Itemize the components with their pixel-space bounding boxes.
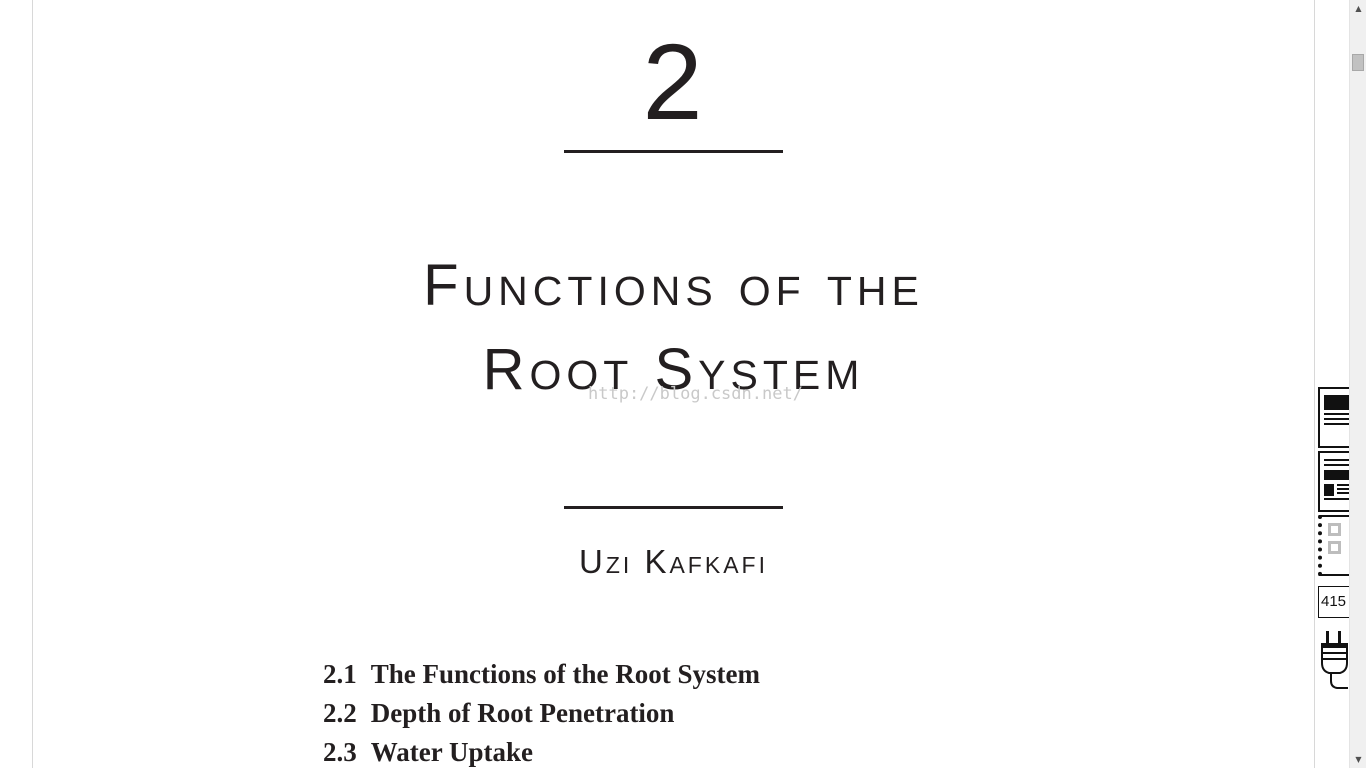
vertical-scrollbar[interactable]: ▲ ▼: [1349, 0, 1366, 768]
plug-icon: [1321, 631, 1348, 689]
two-page-view-icon: [1324, 459, 1349, 500]
document-page: 2 Functions of the Root System http://bl…: [32, 0, 1315, 768]
chapter-number: 2: [642, 21, 705, 142]
notebook-icon: [1328, 523, 1341, 554]
single-page-view-icon: [1324, 395, 1349, 425]
page-number-box[interactable]: 415: [1318, 586, 1349, 618]
chapter-title-line-1: Functions of the: [423, 253, 924, 318]
watermark: http://blog.csdn.net/: [588, 384, 803, 404]
plug-button[interactable]: [1318, 629, 1349, 691]
author-name: Uzi Kafkafi: [579, 543, 768, 580]
top-divider: [564, 150, 783, 153]
scroll-thumb[interactable]: [1352, 54, 1364, 71]
scroll-down-arrow-icon[interactable]: ▼: [1355, 755, 1362, 764]
scroll-up-arrow-icon[interactable]: ▲: [1355, 4, 1362, 13]
two-page-view-button[interactable]: [1318, 451, 1349, 512]
notebook-button[interactable]: [1318, 515, 1349, 576]
bottom-divider: [564, 506, 783, 509]
single-page-view-button[interactable]: [1318, 387, 1349, 448]
chapter-title-line-2: Root System: [482, 337, 865, 402]
